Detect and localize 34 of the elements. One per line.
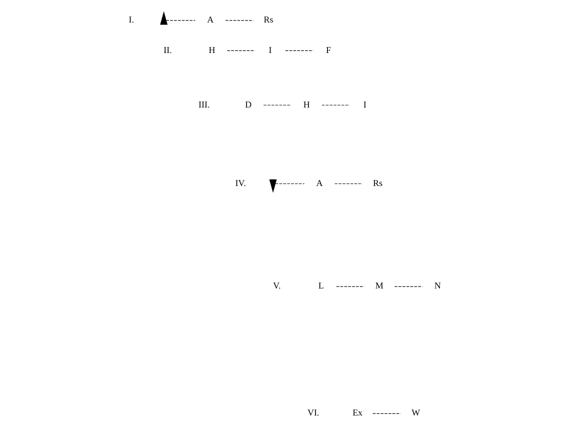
node-text: A <box>206 14 214 25</box>
label: I. <box>128 14 134 25</box>
node-text: Ex <box>352 408 362 418</box>
node-arrow <box>268 179 276 193</box>
connector <box>336 286 364 287</box>
node-text: F <box>325 44 330 55</box>
node-text: H <box>208 44 215 55</box>
connector <box>274 183 304 184</box>
connector <box>334 183 362 184</box>
connector <box>165 20 195 21</box>
node-text: M <box>374 280 383 291</box>
connector <box>321 104 350 106</box>
label: II. <box>163 44 172 55</box>
connector <box>262 104 292 106</box>
node-text: I <box>268 44 272 55</box>
node-text: W <box>411 408 420 418</box>
node-text: L <box>318 280 324 291</box>
node-arrow <box>160 11 168 25</box>
label: V. <box>272 280 280 291</box>
connector <box>394 286 422 287</box>
node-text: Rs <box>372 178 382 188</box>
node-text: N <box>434 280 440 291</box>
connector <box>226 50 255 51</box>
node-text: A <box>316 178 322 188</box>
node-text: I <box>362 99 366 110</box>
node-text: H <box>302 99 310 110</box>
connector <box>224 20 254 21</box>
label: VI. <box>307 408 319 418</box>
label: IV. <box>234 178 246 188</box>
connector <box>372 413 400 414</box>
label: III. <box>198 99 210 110</box>
node-text: Rs <box>263 14 273 25</box>
connector <box>284 50 313 51</box>
node-text: D <box>244 99 252 110</box>
